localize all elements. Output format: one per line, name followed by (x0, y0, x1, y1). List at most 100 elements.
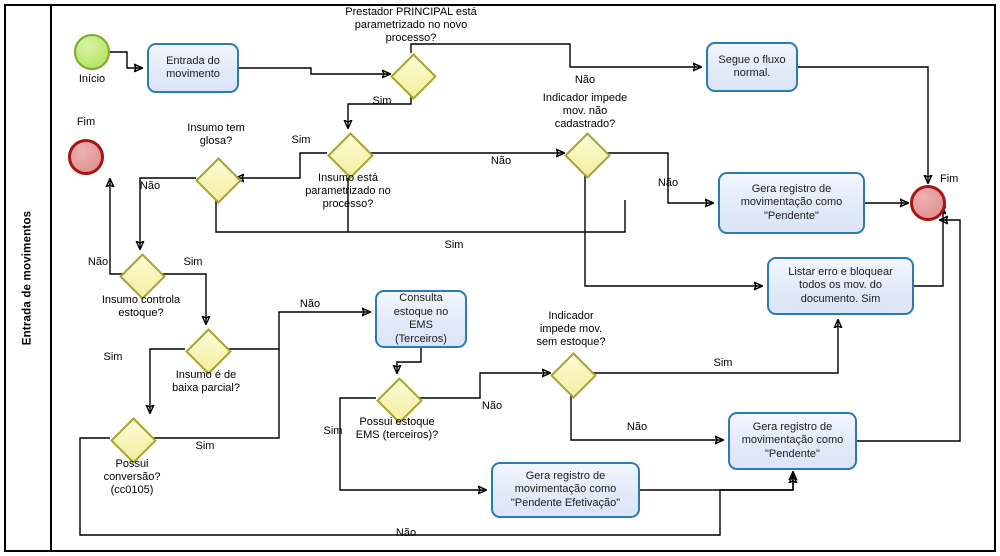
gateway-controla-line2: estoque? (118, 307, 164, 319)
gateway-insumo-controla-estoque[interactable] (118, 252, 166, 300)
gateway-sem-estoque-line1: Indicador (548, 310, 594, 322)
gateway-conversao-line3: (cc0105) (110, 484, 154, 496)
task-listar-line2: todos os mov. do (799, 279, 882, 292)
flow-label-baixa-nao: Não (299, 298, 321, 310)
task-listar-line3: documento. Sim (800, 292, 881, 305)
task-entrada-line2: movimento (166, 68, 220, 80)
gateway-prestador-line1: Prestador PRINCIPAL está (345, 6, 477, 18)
gateway-insumo-esta-parametrizado[interactable] (326, 131, 374, 179)
gateway-possui-estoque-ems[interactable] (375, 376, 423, 424)
gateway-prestador-line3: processo? (385, 32, 437, 44)
end-event-left-label: Fim (76, 116, 96, 128)
pool-lane-divider (50, 4, 52, 552)
gateway-indicador-impede-mov-nao-cadastrado[interactable] (563, 131, 611, 179)
gateway-baixa-line2: baixa parcial? (172, 382, 240, 394)
flow-label-estoque-sim: Sim (323, 425, 343, 437)
pool-label: Entrada de movimentos (4, 4, 50, 552)
flow-label-conversao-nao: Não (395, 527, 417, 539)
gateway-glosa-line1: Insumo tem (187, 122, 245, 134)
task-consulta-line2: estoque no EMS (393, 305, 449, 332)
pool-frame (4, 4, 996, 552)
task-pend1-line2: movimentação como (740, 196, 843, 209)
task-pendefet-line1: Gera registro de (525, 469, 606, 482)
gateway-conversao-line2: conversão? (103, 471, 161, 483)
gateway-diamond (109, 416, 157, 464)
task-listar-line1: Listar erro e bloquear (788, 265, 893, 278)
task-gera-registro-pendente-2[interactable]: Gera registro de movimentação como "Pend… (728, 412, 857, 470)
end-event-right[interactable] (910, 185, 946, 221)
gateway-diamond (194, 156, 242, 204)
gateway-sem-estoque-line3: sem estoque? (536, 336, 606, 348)
flow-label-insumo-param-nao: Não (490, 155, 512, 167)
flow-label-insumo-param-sim-down: Sim (444, 239, 464, 251)
gateway-diamond (563, 131, 611, 179)
gateway-insumo-param-line2: parametrizado no (305, 185, 391, 197)
task-pend2-line2: movimentação como (741, 434, 844, 447)
task-entrada-line1: Entrada do (166, 54, 220, 67)
gateway-conversao-label: Possui conversão? (cc0105) (82, 458, 182, 497)
gateway-sem-estoque-line2: impede mov. (539, 323, 603, 335)
task-pendefet-line3: "Pendente Efetivação" (510, 496, 621, 509)
gateway-prestador-principal-parametrizado[interactable] (389, 52, 437, 100)
gateway-ind-nao-cad-line3: cadastrado? (554, 118, 616, 130)
task-pendefet-line2: movimentação como (514, 483, 617, 496)
gateway-baixa-line1: Insumo é de (175, 369, 237, 381)
flow-label-prestador-sim: Sim (372, 95, 392, 107)
gateway-insumo-param-label: Insumo está parametrizado no processo? (280, 172, 416, 211)
start-event[interactable] (74, 34, 110, 70)
task-pend1-line1: Gera registro de (751, 182, 832, 195)
task-segue-line2: normal. (733, 67, 771, 79)
gateway-insumo-tem-glosa[interactable] (194, 156, 242, 204)
gateway-diamond (184, 327, 232, 375)
flow-label-prestador-nao: Não (574, 74, 596, 86)
flow-label-controla-sim: Sim (183, 256, 203, 268)
gateway-baixa-parcial-label: Insumo é de baixa parcial? (152, 369, 260, 395)
end-event-right-label: Fim (940, 173, 959, 185)
gateway-insumo-param-line1: Insumo está (318, 172, 378, 184)
flow-label-ind-nao-cad-nao: Não (657, 177, 679, 189)
gateway-possui-conversao[interactable] (109, 416, 157, 464)
gateway-diamond (118, 252, 166, 300)
task-pend1-line3: "Pendente" (764, 209, 819, 222)
task-segue-line1: Segue o fluxo (718, 53, 786, 66)
flow-label-insumo-param-sim-up: Sim (291, 134, 311, 146)
gateway-conversao-line1: Possui (115, 458, 149, 470)
gateway-possui-estoque-label: Possui estoque EMS (terceiros)? (334, 416, 460, 442)
task-segue-o-fluxo-normal[interactable]: Segue o fluxo normal. (706, 42, 798, 92)
gateway-insumo-baixa-parcial[interactable] (184, 327, 232, 375)
end-event-left[interactable] (68, 139, 104, 175)
start-event-label: Início (78, 73, 106, 85)
gateway-prestador-label: Prestador PRINCIPAL está parametrizado n… (330, 6, 492, 45)
task-listar-erro-bloquear[interactable]: Listar erro e bloquear todos os mov. do … (767, 257, 914, 315)
task-pend2-line1: Gera registro de (752, 420, 833, 433)
gateway-ind-nao-cad-line1: Indicador impede (542, 92, 628, 104)
gateway-glosa-line2: glosa? (199, 135, 233, 147)
gateway-controla-estoque-label: Insumo controla estoque? (83, 294, 199, 320)
gateway-diamond (389, 52, 437, 100)
gateway-sem-estoque-label: Indicador impede mov. sem estoque? (521, 310, 621, 349)
task-gera-registro-pendente-1[interactable]: Gera registro de movimentação como "Pend… (718, 172, 865, 234)
task-consulta-estoque-ems[interactable]: Consulta estoque no EMS (Terceiros) (375, 290, 467, 348)
flow-label-baixa-sim: Sim (103, 351, 123, 363)
gateway-prestador-line2: parametrizado no novo (354, 19, 468, 31)
gateway-controla-line1: Insumo controla (101, 294, 181, 306)
task-consulta-line1: Consulta (399, 292, 443, 304)
flow-label-sem-estoque-nao: Não (626, 421, 648, 433)
flow-label-estoque-nao: Não (481, 400, 503, 412)
task-entrada-do-movimento[interactable]: Entrada do movimento (147, 43, 239, 93)
task-consulta-line3: (Terceiros) (395, 332, 447, 345)
task-pend2-line3: "Pendente" (765, 447, 820, 460)
gateway-glosa-label: Insumo tem glosa? (166, 122, 266, 148)
gateway-diamond (549, 351, 597, 399)
gateway-ind-nao-cad-label: Indicador impede mov. não cadastrado? (527, 92, 643, 131)
task-gera-registro-pendente-efetivacao[interactable]: Gera registro de movimentação como "Pend… (491, 462, 640, 518)
flow-label-glosa-nao: Não (139, 180, 161, 192)
gateway-insumo-param-line3: processo? (322, 198, 374, 210)
gateway-possui-estoque-line2: EMS (terceiros)? (355, 429, 439, 441)
gateway-indicador-impede-mov-sem-estoque[interactable] (549, 351, 597, 399)
flow-label-conversao-sim: Sim (195, 440, 215, 452)
flow-label-controla-nao: Não (87, 256, 109, 268)
pool-label-text: Entrada de movimentos (21, 210, 34, 346)
gateway-ind-nao-cad-line2: mov. não (562, 105, 608, 117)
